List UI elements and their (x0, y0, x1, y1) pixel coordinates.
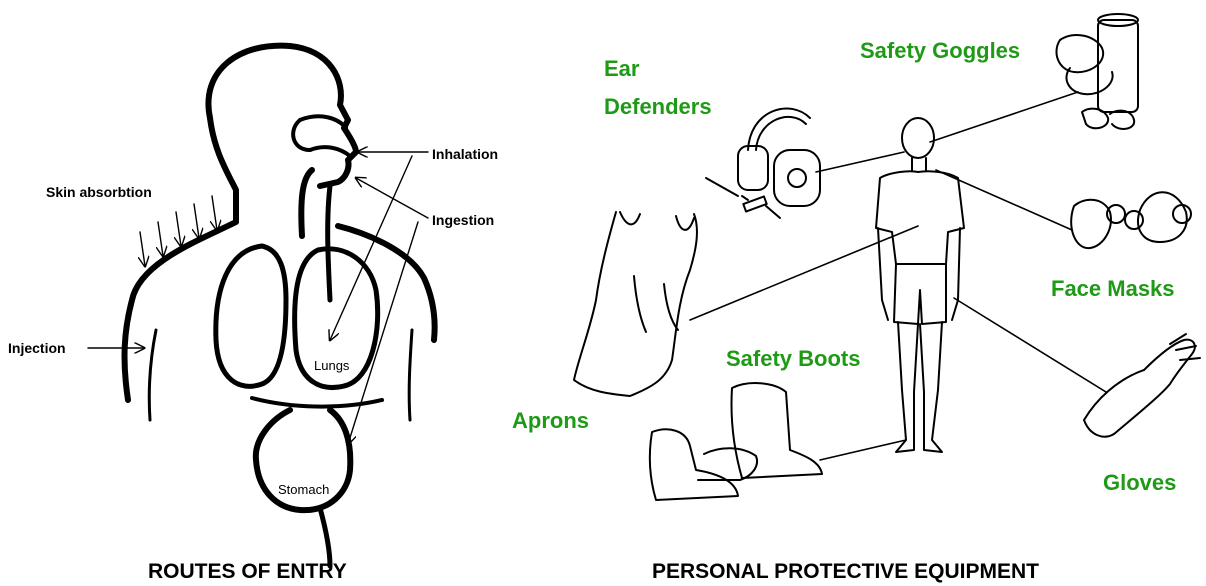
apron-drawing (574, 212, 697, 396)
left-lung (216, 246, 286, 386)
skin-absorption-label: Skin absorbtion (46, 184, 152, 200)
ppe-connector-lines (690, 92, 1106, 460)
ear-defenders-drawing (706, 108, 820, 218)
safety-goggles-label: Safety Goggles (860, 38, 1020, 64)
safety-boots-label: Safety Boots (726, 346, 860, 372)
ear-defenders-label-line2: Defenders (604, 94, 712, 120)
routes-of-entry-caption: ROUTES OF ENTRY (148, 560, 347, 584)
lungs-label: Lungs (314, 358, 349, 373)
ingestion-arrow-mouth (356, 178, 428, 218)
aprons-label: Aprons (512, 408, 589, 434)
person-figure (876, 118, 964, 452)
body-outline-illustration (0, 0, 560, 586)
head-outline (208, 46, 356, 186)
skin-absorption-arrows (140, 196, 217, 266)
ppe-caption: PERSONAL PROTECTIVE EQUIPMENT (652, 560, 1039, 584)
safety-goggles-drawing (1056, 14, 1138, 129)
injection-label: Injection (8, 340, 66, 356)
ingestion-label: Ingestion (432, 212, 494, 228)
routes-of-entry-panel: Skin absorbtion Injection Inhalation Ing… (0, 0, 560, 586)
throat-inner (293, 120, 310, 150)
mouth-passage (310, 147, 350, 156)
face-masks-drawing (1071, 192, 1191, 248)
left-arm (149, 330, 156, 420)
right-arm (409, 330, 412, 420)
intestine-tail (320, 508, 330, 566)
gloves-drawing (1084, 334, 1200, 437)
gloves-label: Gloves (1103, 470, 1176, 496)
trachea (301, 170, 312, 236)
stomach-label: Stomach (278, 482, 329, 497)
face-masks-label: Face Masks (1051, 276, 1175, 302)
ear-defenders-label-line1: Ear (604, 56, 639, 82)
inhalation-label: Inhalation (432, 146, 498, 162)
esophagus (328, 186, 330, 300)
inhalation-arrow-lungs (330, 156, 412, 340)
left-shoulder (125, 222, 236, 400)
ingestion-arrow-stomach (348, 222, 418, 444)
nasal-passage (300, 116, 346, 128)
ppe-panel: Ear Defenders Safety Goggles Face Masks … (560, 0, 1206, 586)
safety-boots-drawing (650, 383, 822, 500)
